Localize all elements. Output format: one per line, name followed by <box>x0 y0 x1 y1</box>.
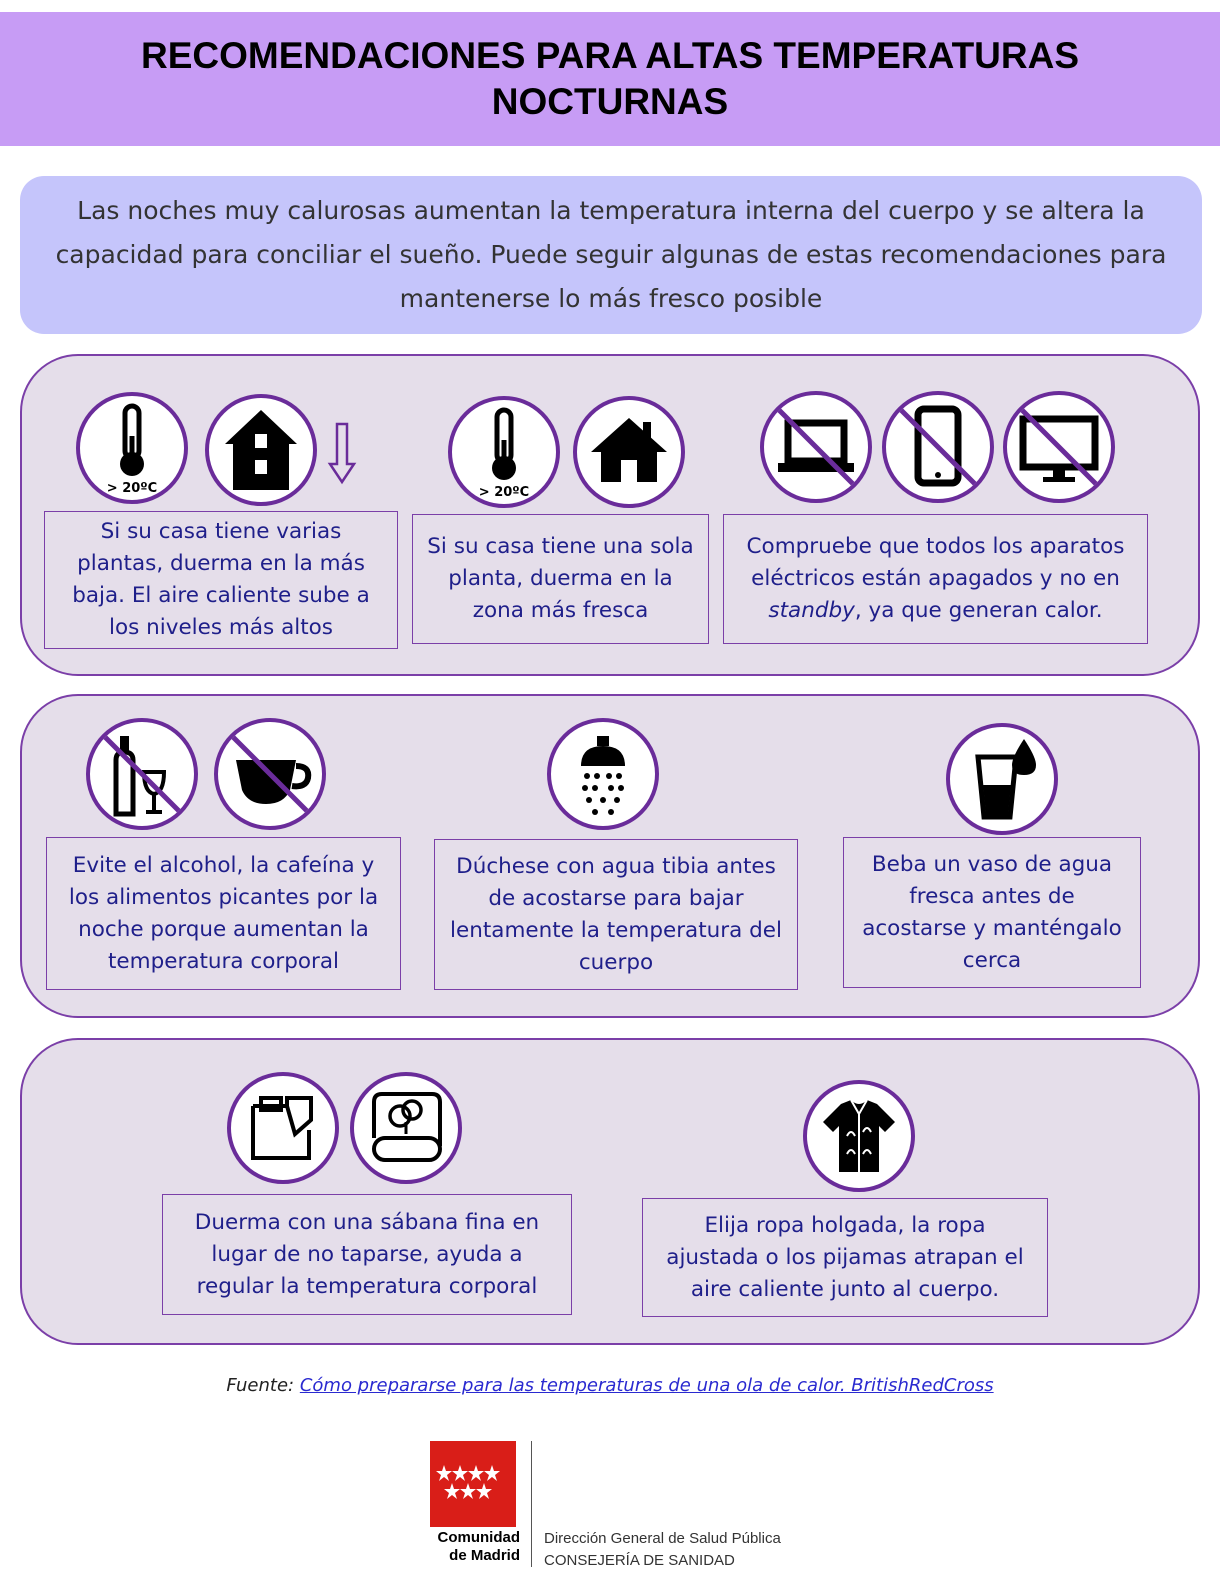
comunidad-de-madrid-flag-logo <box>430 1441 516 1527</box>
recommendation-lowest-floor: Si su casa tiene varias plantas, duerma … <box>44 511 398 649</box>
logo-divider <box>531 1441 532 1567</box>
thermometer-icon: > 20ºC <box>448 396 560 508</box>
no-coffee-icon <box>214 718 326 830</box>
recommendation-appliances-off: Compruebe que todos los aparatos eléctri… <box>723 514 1148 644</box>
loose-shirt-icon <box>803 1080 915 1192</box>
arrow-down-icon <box>327 422 357 485</box>
glass-of-water-icon <box>946 723 1058 835</box>
logo-wordmark: Comunidad de Madrid <box>437 1529 521 1564</box>
no-alcohol-icon <box>86 718 198 830</box>
intro-text: Las noches muy calurosas aumentan la tem… <box>55 196 1167 313</box>
recommendation-loose-clothing: Elija ropa holgada, la ropa ajustada o l… <box>642 1198 1048 1317</box>
no-monitor-icon <box>1003 391 1115 503</box>
recommendation-avoid-alcohol: Evite el alcohol, la cafeína y los alime… <box>46 837 401 990</box>
cotton-blanket-icon <box>350 1072 462 1184</box>
no-phone-icon <box>882 391 994 503</box>
recommendation-thin-sheet: Duerma con una sábana fina en lugar de n… <box>162 1194 572 1315</box>
multi-story-house-icon <box>205 394 317 506</box>
sheet-icon <box>227 1072 339 1184</box>
source-label: Fuente: <box>226 1375 295 1396</box>
no-laptop-icon <box>760 391 872 503</box>
title-banner: RECOMENDACIONES PARA ALTAS TEMPERATURAS … <box>0 12 1220 146</box>
shower-icon <box>547 718 659 830</box>
department-name: Dirección General de Salud Pública CONSE… <box>544 1530 781 1569</box>
svg-text:> 20ºC: > 20ºC <box>107 481 157 496</box>
thermometer-icon: > 20ºC <box>76 392 188 504</box>
page-title: RECOMENDACIONES PARA ALTAS TEMPERATURAS … <box>140 35 1080 122</box>
intro-box: Las noches muy calurosas aumentan la tem… <box>20 176 1202 334</box>
svg-text:> 20ºC: > 20ºC <box>479 485 529 500</box>
recommendation-lukewarm-shower: Dúchese con agua tibia antes de acostars… <box>434 839 798 990</box>
recommendation-glass-of-water: Beba un vaso de agua fresca antes de aco… <box>843 837 1141 988</box>
house-icon <box>573 396 685 508</box>
source-line: Fuente: Cómo prepararse para las tempera… <box>0 1375 1220 1396</box>
recommendation-coolest-zone: Si su casa tiene una sola planta, duerma… <box>412 514 709 644</box>
source-link[interactable]: Cómo prepararse para las temperaturas de… <box>299 1375 994 1396</box>
